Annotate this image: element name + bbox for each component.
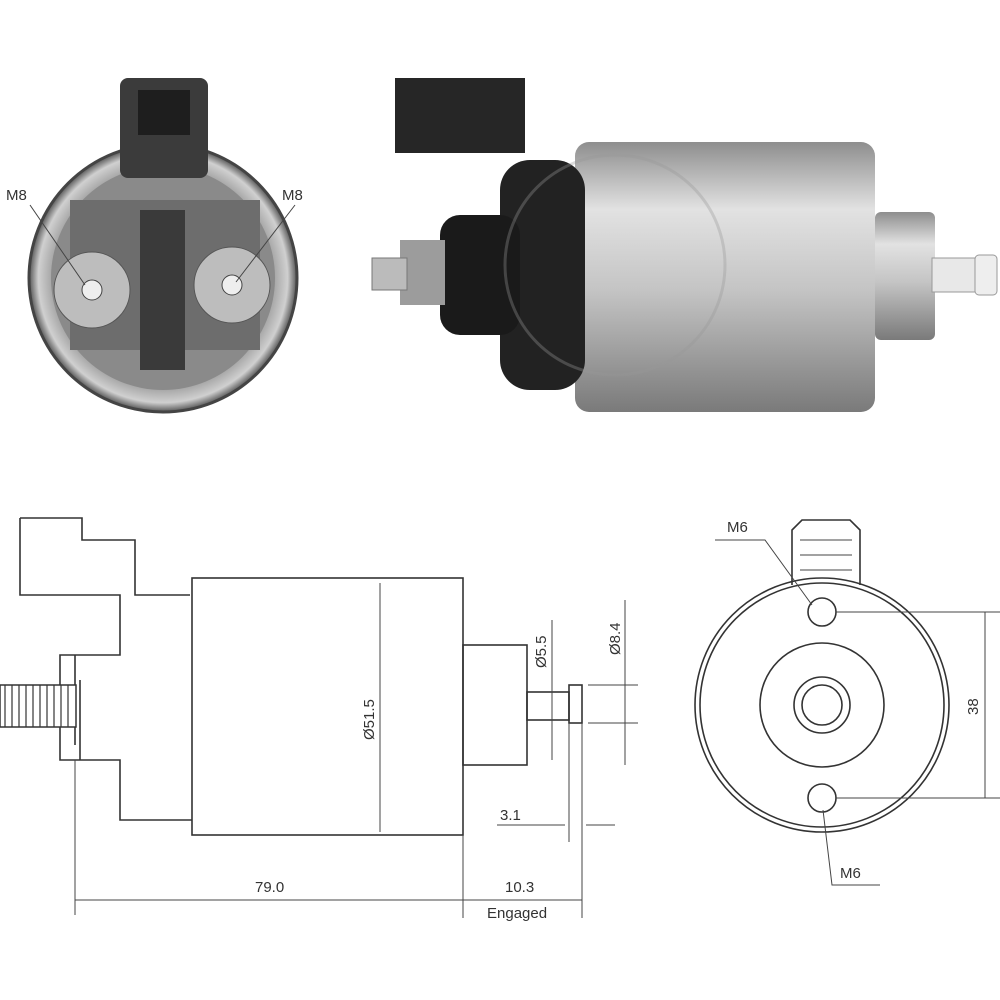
top-hole-label: M6: [727, 519, 748, 536]
rear-sleeve: [875, 212, 935, 340]
hole-spacing-label: 38: [965, 698, 982, 715]
connector-outline-end: [791, 519, 861, 585]
travel-label: 10.3: [505, 879, 534, 896]
terminal-left-label: M8: [6, 187, 27, 204]
watermark-logo: [503, 153, 727, 377]
black-cap: [500, 160, 585, 390]
hub-circle: [793, 676, 851, 734]
plunger-head-outline: [568, 684, 583, 724]
drawing-end-view: M6 M6 38: [694, 519, 1000, 886]
travel-note: Engaged: [487, 905, 547, 922]
photo-side-view: [371, 78, 998, 412]
plunger: [931, 257, 981, 293]
terminal-right-label: M8: [282, 187, 303, 204]
body-length-label: 79.0: [255, 879, 284, 896]
plunger-diameter-label: Ø5.5: [533, 635, 550, 668]
sleeve-circle: [759, 642, 885, 768]
solenoid-body: [575, 142, 875, 412]
cap-boss: [440, 215, 520, 335]
connector-outline: [20, 517, 190, 596]
housing-circle: [694, 577, 950, 833]
rear-sleeve-outline: [462, 644, 528, 766]
threaded-stud: [371, 257, 408, 291]
body-diameter-label: Ø51.5: [361, 699, 378, 740]
body-outline: [191, 577, 464, 836]
mount-hole-top: [807, 597, 837, 627]
drawing-side-view: Ø51.5 Ø5.5 Ø8.4 3.1 79.0 10.3 Engaged: [0, 517, 638, 922]
plunger-outline: [526, 691, 570, 721]
connector-socket: [138, 90, 190, 135]
plunger-head-diameter-label: Ø8.4: [607, 622, 624, 655]
bottom-hole-label: M6: [840, 865, 861, 882]
contact-strip: [140, 210, 185, 370]
head-thickness-label: 3.1: [500, 807, 521, 824]
side-connector: [395, 78, 525, 153]
threaded-stud-outline: [0, 684, 77, 728]
photo-end-view: M8 M8: [6, 78, 303, 414]
mount-hole-bottom: [807, 783, 837, 813]
